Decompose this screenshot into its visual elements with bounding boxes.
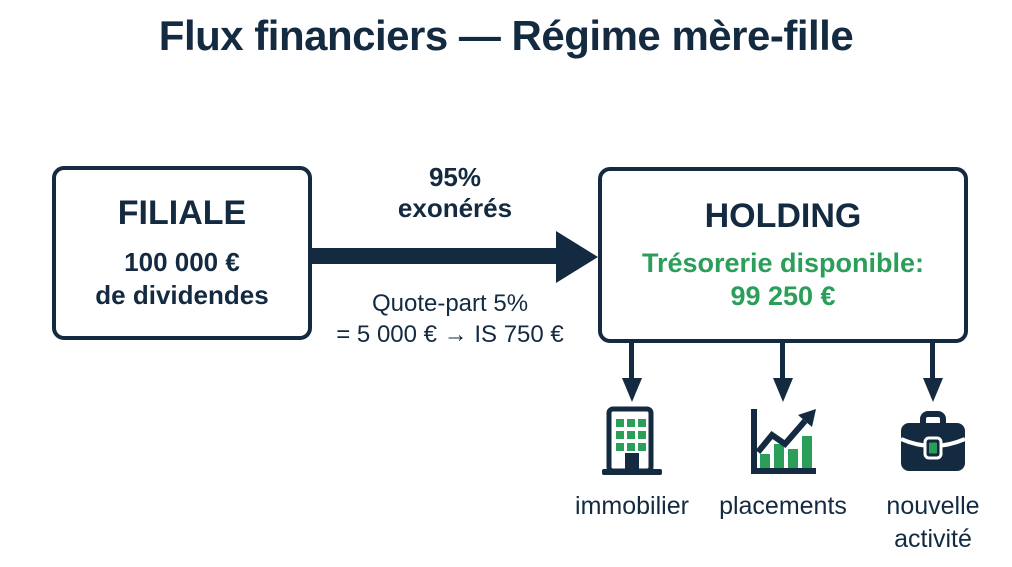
filiale-amount-caption: de dividendes [95, 279, 269, 310]
destination-immobilier: immobilier [557, 406, 707, 523]
holding-title: HOLDING [704, 196, 862, 235]
dividend-flow-arrow-head [556, 231, 598, 283]
treasury-block: Trésorerie disponible: 99 250 € [642, 247, 924, 312]
destination-label: placements [719, 492, 847, 520]
holding-box: HOLDING Trésorerie disponible: 99 250 € [598, 167, 968, 343]
bar-chart-icon [747, 406, 819, 478]
filiale-amount: 100 000 € [124, 247, 240, 278]
treasury-value: 99 250 € [730, 280, 836, 311]
destination-label: immobilier [575, 492, 689, 520]
destination-nouvelle-activite: nouvelle activité [858, 406, 1008, 556]
treasury-label: Trésorerie disponible: [641, 248, 925, 279]
exonerated-label: 95% exonérés [312, 162, 598, 224]
quote-part-line1: Quote-part 5% [371, 290, 529, 317]
exonerated-word: exonérés [397, 193, 513, 224]
down-arrow-placements [773, 343, 793, 403]
building-icon [596, 406, 668, 478]
quote-part-label: Quote-part 5% = 5 000 € → IS 750 € [302, 288, 598, 350]
filiale-amount-block: 100 000 € de dividendes [95, 246, 268, 311]
quote-part-line2: = 5 000 € → IS 750 € [336, 321, 564, 349]
dividend-flow-arrow-shaft [312, 248, 560, 264]
destination-placements: placements [708, 406, 858, 523]
down-arrow-nouvelle-activite [923, 343, 943, 403]
filiale-box: FILIALE 100 000 € de dividendes [52, 166, 312, 340]
filiale-title: FILIALE [117, 193, 247, 232]
exonerated-percent: 95% [428, 162, 482, 192]
page-title: Flux financiers — Régime mère-fille [158, 12, 854, 59]
destination-label: nouvelle activité [886, 492, 980, 553]
down-arrow-immobilier [622, 343, 642, 403]
briefcase-icon [897, 406, 969, 478]
